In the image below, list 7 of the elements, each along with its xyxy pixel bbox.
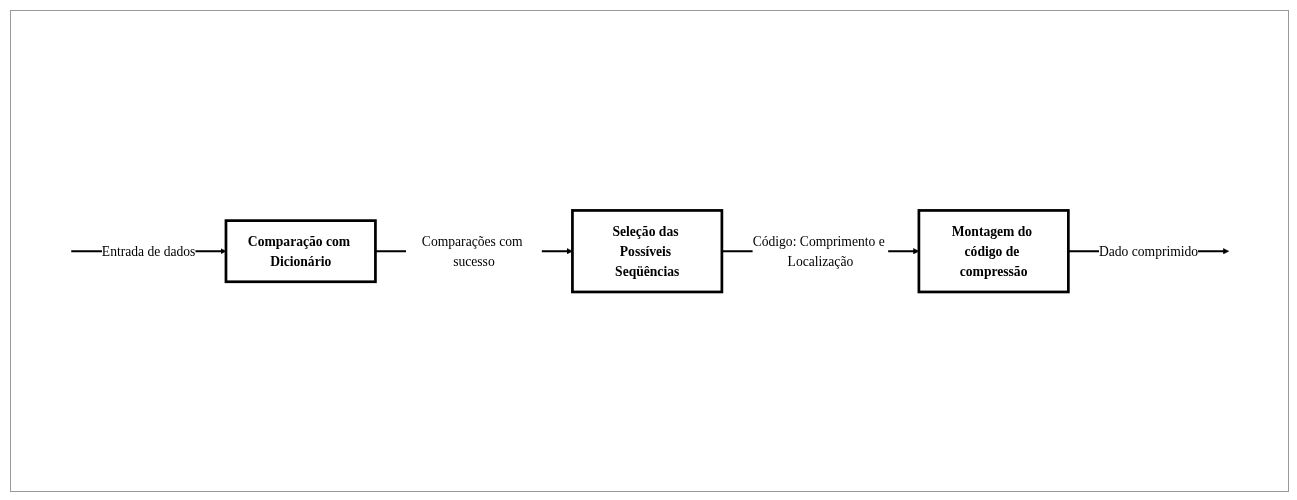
edge-label: Comparações com sucesso bbox=[421, 233, 523, 269]
node-box: Comparação com Dicionário bbox=[224, 219, 377, 283]
edge-label: Entrada de dados bbox=[101, 243, 195, 259]
node-box: Montagem do código de compressão bbox=[917, 208, 1070, 294]
edge-label: Dado comprimido bbox=[1098, 243, 1198, 259]
edge-label: Código: Comprimento e Localização bbox=[752, 233, 885, 269]
node-box: Seleção das Possíveis Seqüências bbox=[570, 208, 723, 294]
